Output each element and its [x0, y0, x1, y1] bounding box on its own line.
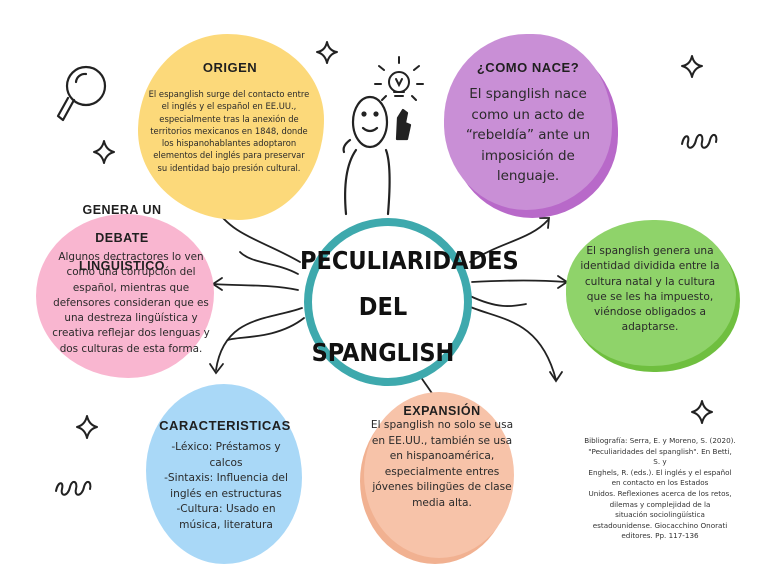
center-ring — [304, 218, 472, 386]
identidad-text: El spanglish genera una identidad dividi… — [580, 245, 720, 334]
origen-blob — [138, 34, 324, 220]
debate-title-line1: GENERA UN DEBATE — [82, 203, 162, 245]
bibliography-line: Unidos. Reflexiones acerca de los retos, — [588, 488, 732, 498]
como-nace-text: El spanglish nace como un acto de “rebel… — [465, 86, 591, 184]
caracteristicas-item: -Cultura: Usado en música, literatura — [176, 503, 276, 531]
bibliography: Bibliografía: Serra, E. y Moreno, S. (20… — [566, 436, 754, 542]
expansion-text: El spanglish no solo se usa en EE.UU., t… — [370, 419, 514, 509]
debate-blob — [36, 214, 214, 378]
sparkle-icon — [76, 41, 713, 439]
caracteristicas-item: -Sintaxis: Influencia del inglés en estr… — [164, 472, 288, 500]
bibliography-line: dilemas y complejidad de la — [609, 499, 711, 509]
bibliography-line: Enghels, R. (eds.). El inglés y el españ… — [588, 467, 732, 477]
debate-text: Algunos dectractores lo ven como una cor… — [52, 251, 210, 355]
caracteristicas-item: -Léxico: Préstamos y calcos — [171, 441, 281, 469]
person-illustration — [342, 95, 412, 216]
magnifier-icon — [56, 65, 107, 122]
bibliography-line: estadounidense. Giocacchino Onorati — [592, 520, 728, 530]
como-nace-blob — [444, 34, 612, 210]
expansion-title: EXPANSIÓN — [403, 404, 481, 418]
identidad-blob — [566, 220, 736, 366]
bibliography-line: S. y — [653, 457, 667, 467]
center-title: PECULIARIDADES DEL SPANGLISH — [300, 238, 519, 376]
bibliography-line: situación sociolingüística — [615, 510, 705, 520]
center-title-line1: PECULIARIDADES — [300, 246, 519, 275]
bibliography-line: Bibliografía: Serra, E. y Moreno, S. (20… — [584, 436, 736, 445]
lightbulb-icon — [374, 56, 424, 101]
debate-title-line2: LINGÜISTICO — [78, 259, 166, 273]
caracteristicas-title: CARACTERISTICAS — [159, 418, 291, 433]
caracteristicas-list: -Léxico: Préstamos y calcos -Sintaxis: I… — [160, 440, 292, 534]
debate-title: GENERA UN DEBATE LINGÜISTICO — [60, 196, 184, 280]
expansion-blob — [364, 392, 514, 558]
caracteristicas-blob — [146, 384, 302, 564]
origen-title: ORIGEN — [202, 60, 258, 75]
origen-text: El espanglish surge del contacto entre e… — [148, 89, 310, 173]
swirl-icon — [55, 134, 718, 496]
bibliography-line: "Peculiaridades del spanglish". En Betti… — [588, 446, 732, 456]
como-nace-title: ¿COMO NACE? — [476, 60, 580, 75]
center-title-line2: DEL SPANGLISH — [311, 292, 455, 367]
bibliography-line: en contacto en los Estados — [611, 478, 709, 488]
bibliography-line: editores. Pp. 117-136 — [621, 531, 699, 541]
